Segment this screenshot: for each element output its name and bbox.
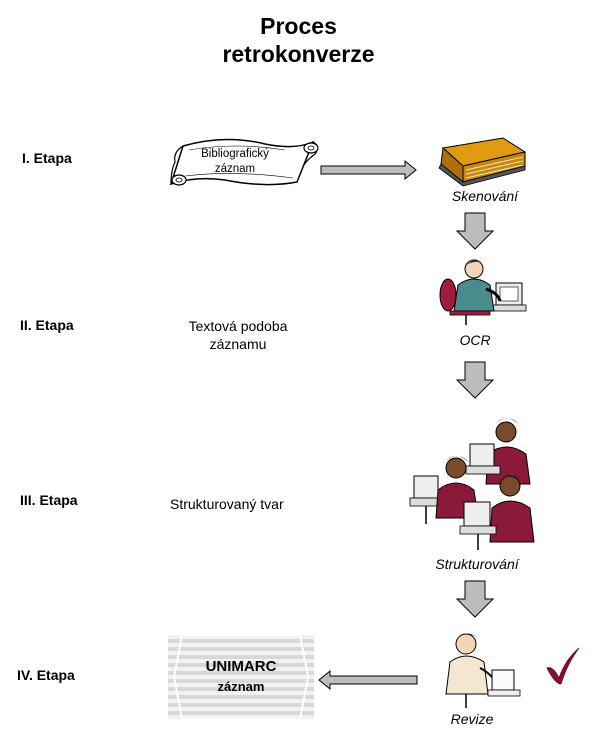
scroll-label-line-2: záznam xyxy=(214,163,256,175)
title-line-1: Proces xyxy=(260,13,337,39)
title-line-2: retrokonverze xyxy=(222,41,375,67)
book-icon xyxy=(438,137,527,187)
ocr-caption: OCR xyxy=(459,332,491,348)
scroll-icon xyxy=(169,138,319,186)
review-caption: Revize xyxy=(450,711,494,727)
arrow-down-icon xyxy=(455,212,495,250)
arrow-left-icon xyxy=(318,669,418,691)
unimarc-record-icon xyxy=(168,634,314,720)
diagram-title: Proces retrokonverze xyxy=(0,12,597,68)
unimarc-label-line-2: záznam xyxy=(217,679,265,694)
stage-3-label: III. Etapa xyxy=(20,492,78,508)
arrow-down-icon xyxy=(455,580,495,618)
checkmark-icon xyxy=(546,647,580,685)
ocr-operator-icon xyxy=(439,259,527,325)
review-operator-icon xyxy=(445,633,521,708)
scan-caption: Skenování xyxy=(451,188,519,204)
stage-4-label: IV. Etapa xyxy=(17,667,75,683)
scroll-label-line-1: Bibliografický xyxy=(201,148,269,160)
arrow-down-icon xyxy=(455,361,495,399)
unimarc-label-line-1: UNIMARC xyxy=(205,658,277,675)
stage-1-label: I. Etapa xyxy=(22,150,72,166)
unimarc-label: UNIMARC záznam xyxy=(168,657,314,697)
stage-2-label: II. Etapa xyxy=(20,317,74,333)
structuring-caption: Strukturování xyxy=(435,556,519,572)
stage-3-text: Strukturovaný tvar xyxy=(170,496,284,512)
scroll-label: Bibliografický záznam xyxy=(175,147,295,177)
stage-2-text: Textová podoba záznamu xyxy=(188,318,288,352)
arrow-right-icon xyxy=(320,159,417,181)
structuring-team-icon xyxy=(409,418,535,550)
